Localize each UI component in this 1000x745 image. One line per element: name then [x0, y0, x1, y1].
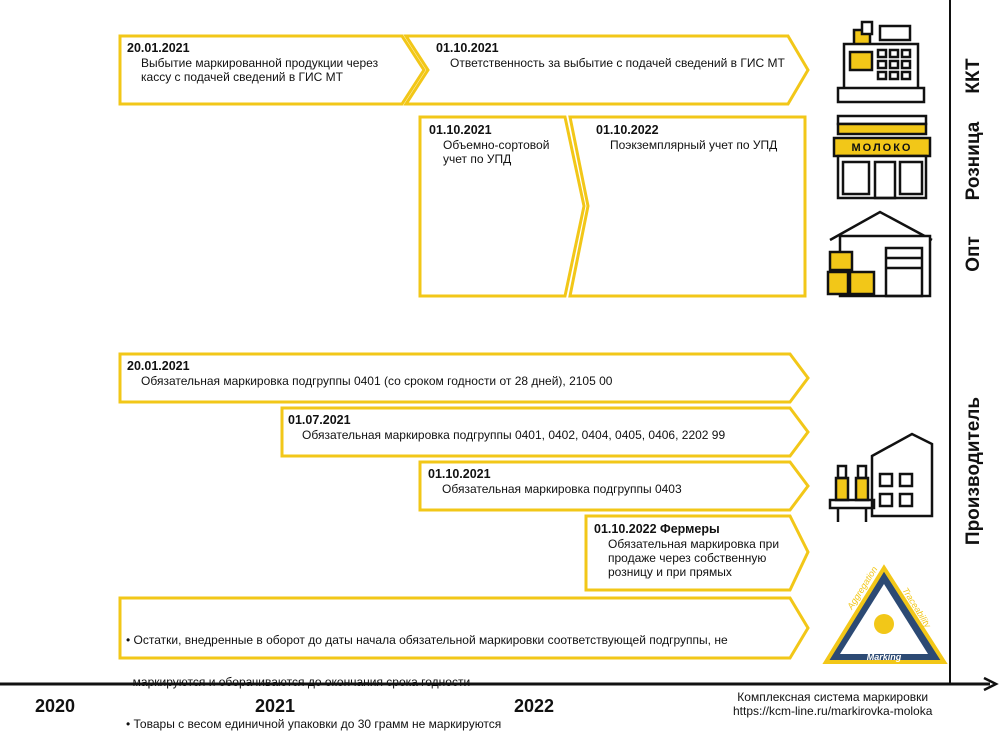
- event-text: Выбытие маркированной продукции через: [141, 56, 379, 70]
- traceability-triangle-icon: Aggregation Traceability Marking: [822, 564, 948, 664]
- arrow-box-producer-4: [584, 514, 810, 592]
- arrow-box-retail-1: [418, 115, 586, 298]
- event-text: Объемно-сортовой: [443, 138, 550, 152]
- category-producer: Производитель: [963, 396, 984, 546]
- event-text: продаже через собственную: [608, 551, 767, 565]
- event-text: кассу с подачей сведений в ГИС МТ: [141, 70, 343, 84]
- event-text: учет по УПД: [443, 152, 512, 166]
- footer-url[interactable]: https://kcm-line.ru/markirovka-moloka: [733, 704, 933, 718]
- timeline-shapes: МОЛОКО Aggregation Traceability Marking: [0, 0, 999, 692]
- dairy-shop-icon: [832, 114, 932, 200]
- event-date: 01.10.2022: [596, 123, 659, 137]
- event-date: 01.10.2021: [428, 467, 491, 481]
- event-text: Обязательная маркировка при: [608, 537, 780, 551]
- event-date: 20.01.2021: [127, 41, 190, 55]
- event-kkt-1: 20.01.2021 Выбытие маркированной продукц…: [127, 41, 407, 84]
- event-producer-4: 01.10.2022 Фермеры Обязательная маркиров…: [594, 522, 789, 579]
- event-kkt-2: 01.10.2021 Ответственность за выбытие с …: [436, 41, 796, 70]
- note-line: маркируются и оборачиваются до окончания…: [126, 675, 471, 689]
- event-text: Обязательная маркировка подгруппы 0401 (…: [141, 374, 613, 388]
- event-date: 01.10.2021: [429, 123, 492, 137]
- event-retail-1: 01.10.2021 Объемно-сортовой учет по УПД: [429, 123, 569, 166]
- arrow-box-retail-2: [568, 115, 807, 298]
- event-text: Обязательная маркировка подгруппы 0403: [442, 482, 682, 496]
- event-date: 01.10.2022 Фермеры: [594, 522, 720, 536]
- arrow-box-producer-1: [118, 352, 810, 404]
- year-label: 2020: [35, 696, 76, 716]
- event-text: Обязательная маркировка подгруппы 0401, …: [302, 428, 726, 442]
- arrow-box-producer-3: [418, 460, 810, 512]
- event-producer-3: 01.10.2021 Обязательная маркировка подгр…: [428, 467, 788, 496]
- arrow-box-notes: [118, 596, 810, 660]
- category-wholesale: Опт: [963, 236, 984, 272]
- footer: Комплексная система маркировки https://k…: [733, 690, 932, 718]
- event-date: 01.07.2021: [288, 413, 351, 427]
- event-producer-2: 01.07.2021 Обязательная маркировка подгр…: [288, 413, 788, 442]
- factory-icon: [828, 432, 934, 522]
- warehouse-icon: [826, 210, 933, 298]
- shop-sign: МОЛОКО: [852, 142, 913, 154]
- event-date: 20.01.2021: [127, 359, 190, 373]
- event-text: Поэкземплярный учет по УПД: [610, 138, 778, 152]
- event-producer-1: 20.01.2021 Обязательная маркировка подгр…: [127, 359, 787, 388]
- cash-register-icon: [836, 20, 926, 104]
- notes-box: • Остатки, внедренные в оборот до даты н…: [126, 605, 791, 745]
- arrow-box-producer-2: [280, 406, 810, 458]
- footer-title: Комплексная система маркировки: [737, 690, 929, 704]
- event-text: розницу и при прямых: [608, 565, 732, 579]
- event-text: Ответственность за выбытие с подачей све…: [450, 56, 785, 70]
- category-retail: Розница: [963, 121, 984, 201]
- arrow-box-kkt-2: [403, 34, 810, 106]
- note-line: • Товары с весом единичной упаковки до 3…: [126, 717, 502, 731]
- arrow-box-kkt-1: [118, 34, 426, 106]
- note-line: • Остатки, внедренные в оборот до даты н…: [126, 633, 728, 647]
- year-label: 2021: [255, 696, 296, 716]
- svg-text:Marking: Marking: [867, 652, 902, 662]
- svg-text:МОЛОКО: МОЛОКО: [852, 142, 913, 154]
- event-date: 01.10.2021: [436, 41, 499, 55]
- event-retail-2: 01.10.2022 Поэкземплярный учет по УПД: [596, 123, 801, 152]
- year-label: 2022: [514, 696, 555, 716]
- category-kkt: ККТ: [963, 58, 984, 94]
